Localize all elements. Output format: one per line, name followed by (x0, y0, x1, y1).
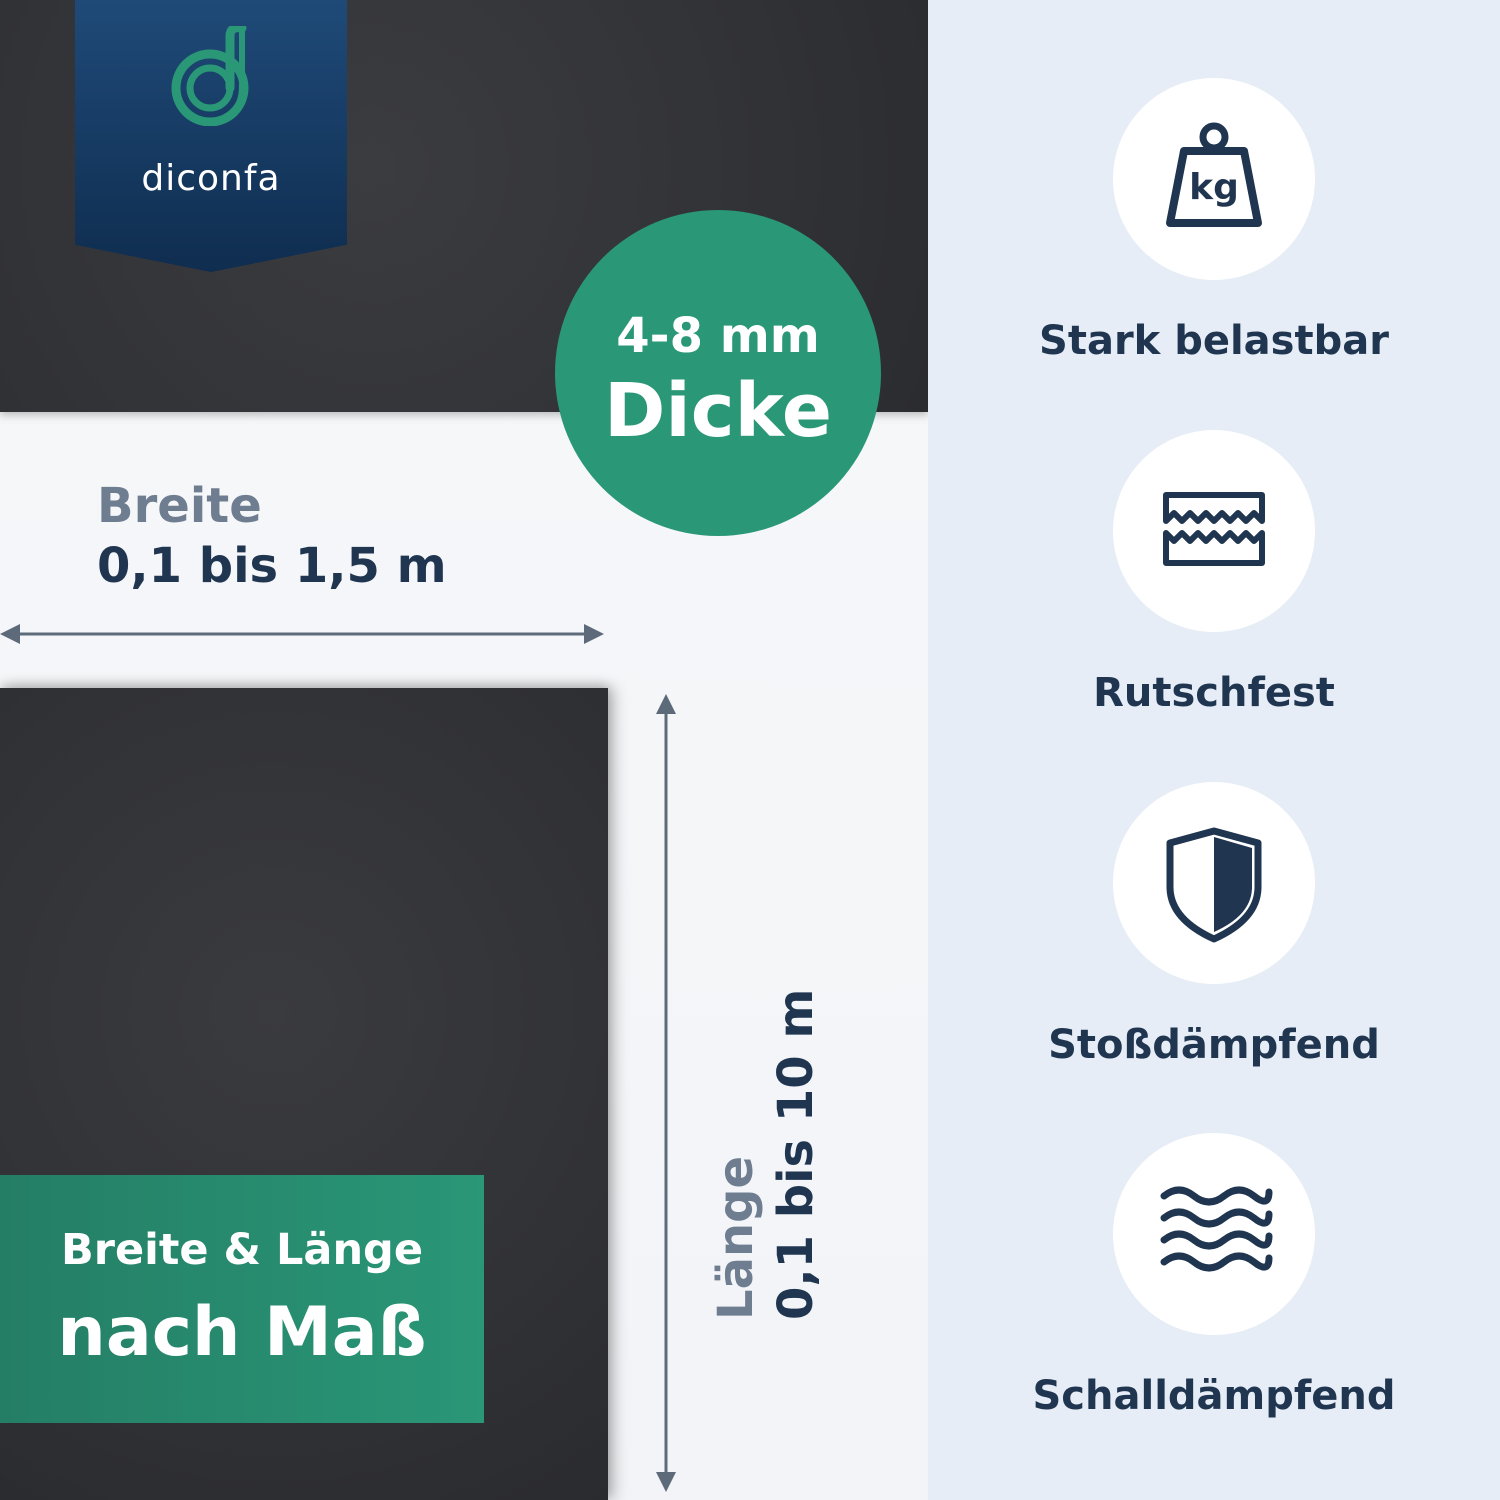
sound-waves-icon (1160, 1186, 1273, 1272)
feature-schalldaempfend: Schalldämpfend (928, 1055, 1500, 1419)
brand-name: diconfa (141, 158, 281, 199)
feature-label-rutschfest: Rutschfest (1093, 670, 1335, 716)
feature-icon-circle: kg (1113, 78, 1315, 280)
feature-stossdaempfend: Stoßdämpfend (928, 704, 1500, 1068)
weight-kg-text: kg (1189, 167, 1239, 208)
anti-slip-icon (1163, 492, 1265, 566)
shield-icon (1166, 827, 1262, 943)
product-image-area: diconfa 4-8 mm Dicke Breite 0,1 bis 1,5 … (0, 0, 928, 1500)
length-arrow-icon (656, 694, 676, 1492)
length-value: 0,1 bis 10 m (768, 988, 824, 1320)
thickness-label: Dicke (603, 368, 833, 454)
weight-kg-icon: kg (1166, 122, 1262, 227)
feature-stark-belastbar: kg Stark belastbar (928, 0, 1500, 364)
feature-label-stossdaempfend: Stoßdämpfend (1048, 1022, 1380, 1068)
custom-size-badge: Breite & Länge nach Maß (0, 1175, 484, 1423)
feature-icon-circle (1113, 1133, 1315, 1335)
features-panel: kg Stark belastbar Rutschfest Stoßdämpfe… (928, 0, 1500, 1500)
thickness-badge: 4-8 mm Dicke (555, 210, 881, 536)
custom-size-line1: Breite & Länge (60, 1225, 423, 1275)
diconfa-logo-icon (171, 26, 249, 126)
width-arrow-icon (0, 624, 604, 644)
feature-label-stark-belastbar: Stark belastbar (1039, 318, 1389, 364)
custom-size-line2: nach Maß (57, 1293, 427, 1372)
feature-icon-circle (1113, 430, 1315, 632)
feature-icon-circle (1113, 782, 1315, 984)
brand-logo-banner: diconfa (75, 0, 347, 272)
length-label: Länge (708, 1155, 764, 1320)
thickness-value: 4-8 mm (616, 308, 820, 364)
length-dimension: Länge 0,1 bis 10 m (706, 989, 826, 1320)
feature-rutschfest: Rutschfest (928, 352, 1500, 716)
width-value: 0,1 bis 1,5 m (97, 538, 447, 594)
width-label: Breite (97, 478, 262, 534)
feature-label-schalldaempfend: Schalldämpfend (1032, 1373, 1396, 1419)
